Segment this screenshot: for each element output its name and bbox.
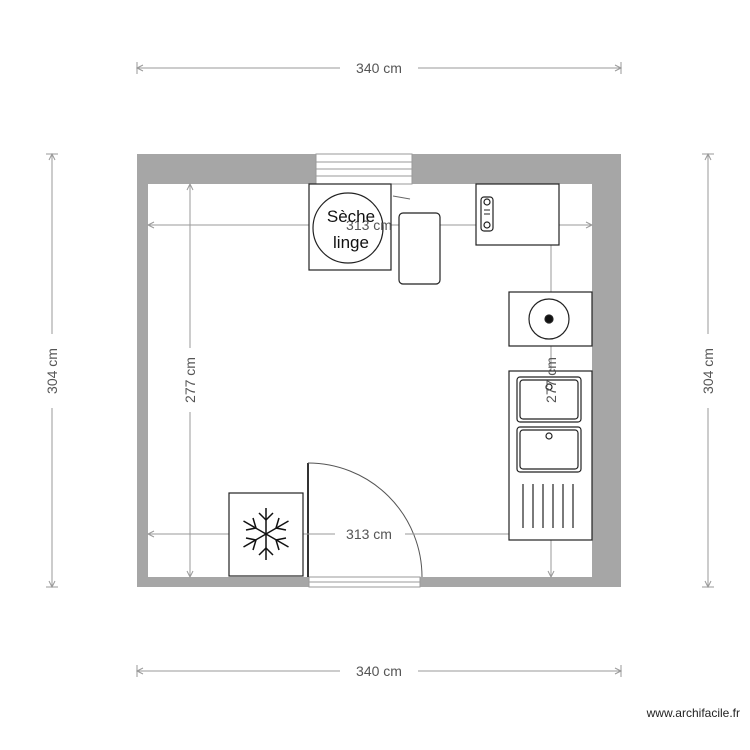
dimension-labels: 340 cm 340 cm 304 cm 304 cm 313 cm 313 c… (42, 58, 718, 681)
door (307, 462, 423, 578)
double-sink (508, 370, 593, 541)
dryer-label-line1: Sèche (327, 207, 375, 226)
laundry-bin (398, 212, 441, 285)
dim-outer-height-right: 304 cm (700, 348, 716, 394)
dryer-drum (312, 192, 384, 264)
dim-inner-height-right: 277 cm (543, 357, 559, 403)
credit-watermark: www.archifacile.fr (646, 706, 740, 720)
snowflake-icon (243, 508, 289, 560)
door-swing-arc (307, 462, 423, 578)
dryer-label: Sèche linge (327, 207, 375, 252)
dim-inner-width-lower: 313 cm (346, 526, 392, 542)
drainboard-grooves (522, 484, 574, 528)
dim-inner-height-left: 277 cm (182, 357, 198, 403)
dim-inner-width-upper: 313 cm (346, 217, 392, 233)
dryer (308, 183, 392, 271)
dryer-label-line2: linge (333, 233, 369, 252)
water-heater (475, 183, 560, 246)
dim-outer-height-left: 304 cm (44, 348, 60, 394)
dim-outer-width-bottom: 340 cm (356, 663, 402, 679)
walls (137, 153, 621, 588)
fixtures (228, 183, 593, 577)
freezer (228, 492, 304, 577)
dim-outer-width-top: 340 cm (356, 60, 402, 76)
washbasin (508, 291, 593, 347)
